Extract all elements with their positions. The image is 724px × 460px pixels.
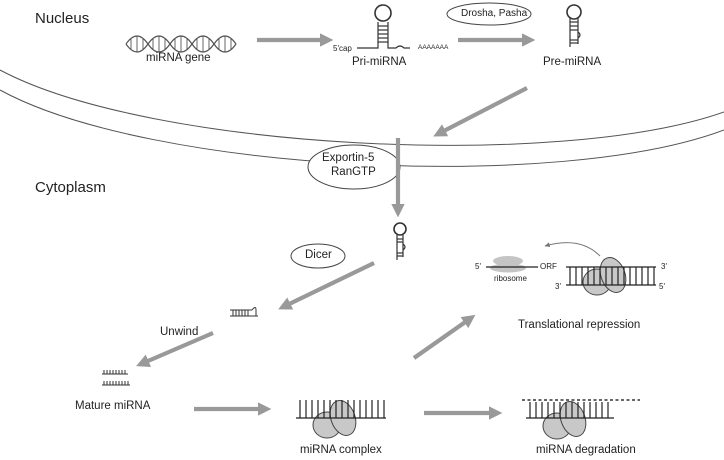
exportin-label-line1: Exportin-5 [322,152,375,164]
mature-mirna-label: Mature miRNA [75,400,151,412]
pre-mirna-label: Pre-miRNA [543,56,602,68]
mirna-degradation-icon [522,399,640,440]
mirna-gene-label: miRNA gene [146,52,211,64]
dicer-oval [290,243,346,269]
pri-mirna-hairpin-icon [357,4,410,49]
mirna-degradation-label: miRNA degradation [536,444,636,456]
mature-mirna-strands-icon [102,370,130,386]
mirna-complex-icon [296,400,386,439]
drosha-pasha-oval [446,2,532,26]
arrow-dicer [278,261,375,310]
mirna-3prime-label: 3' [555,282,561,291]
mirna-complex-label: miRNA complex [300,444,382,456]
nuclear-membrane-outer [0,69,724,146]
dicer-label: Dicer [305,249,332,261]
polya-label: AAAAAAA [418,44,449,51]
mirna-5prime-label: 5' [659,282,665,291]
ribosome-icon [493,256,523,266]
pri-mirna-label: Pri-miRNA [352,56,407,68]
translational-repression-icon [486,242,656,296]
cytoplasmic-pre-mirna-icon [393,222,407,260]
cap-label: 5'cap [333,44,352,53]
arrow-complex-to-repression [412,314,476,360]
drosha-pasha-label: Drosha, Pasha [461,8,528,19]
dna-helix-icon [125,35,237,53]
orf-5prime-label: 5' [475,262,481,271]
pre-mirna-hairpin-icon [566,4,582,47]
mirna-duplex-icon [230,307,258,317]
cytoplasm-label: Cytoplasm [35,179,106,196]
nucleus-label: Nucleus [35,10,90,27]
mrna-3prime-label: 3' [661,262,667,271]
orf-label: ORF [540,262,557,271]
exportin-label-line2: RanGTP [331,166,376,178]
arrow-pre-to-export [433,86,528,137]
ribosome-label: ribosome [494,274,527,283]
translational-repression-label: Translational repression [518,319,641,331]
unwind-label: Unwind [160,326,199,338]
arrow-unwind [136,331,214,367]
